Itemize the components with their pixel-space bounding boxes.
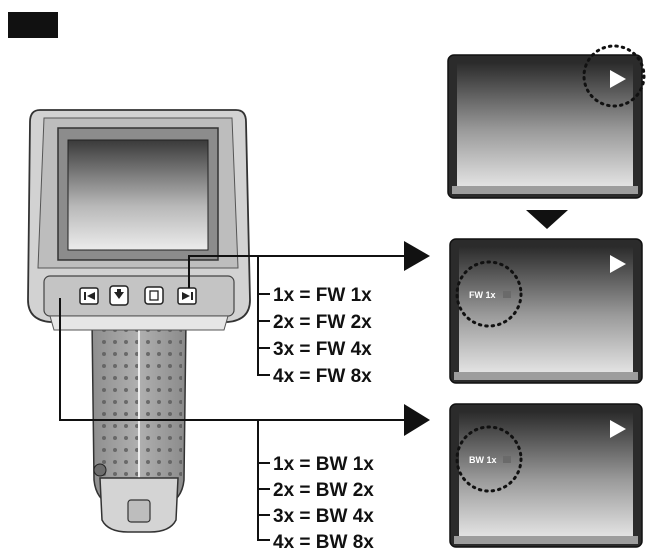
screen-playback bbox=[447, 44, 646, 199]
backward-label-2: 2x = BW 2x bbox=[273, 480, 374, 501]
forward-connector bbox=[188, 255, 405, 288]
forward-label-1: 1x = FW 1x bbox=[273, 285, 372, 306]
forward-speed-indicator: FW 1x bbox=[469, 290, 496, 300]
backward-arrow-icon bbox=[404, 404, 430, 436]
screen-backward: BW 1x bbox=[449, 403, 643, 548]
highlight-circle bbox=[455, 260, 523, 328]
skip-back-button[interactable] bbox=[79, 287, 99, 305]
forward-label-3: 3x = FW 4x bbox=[273, 339, 372, 360]
power-button-icon bbox=[93, 463, 107, 477]
backward-connector bbox=[59, 298, 405, 421]
device-lcd bbox=[67, 139, 209, 251]
forward-label-2: 2x = FW 2x bbox=[273, 312, 372, 333]
next-step-arrow-icon bbox=[526, 210, 568, 229]
backward-label-4: 4x = BW 8x bbox=[273, 532, 374, 553]
play-icon bbox=[610, 70, 626, 88]
inspection-camera-device bbox=[27, 109, 251, 533]
backward-speed-indicator: BW 1x bbox=[469, 455, 497, 465]
page-index-block bbox=[8, 12, 58, 38]
screen-forward: FW 1x bbox=[449, 238, 643, 384]
play-icon bbox=[610, 420, 626, 438]
menu-button[interactable] bbox=[144, 286, 164, 305]
backward-bracket bbox=[257, 420, 270, 541]
backward-label-1: 1x = BW 1x bbox=[273, 454, 374, 475]
highlight-circle bbox=[582, 44, 646, 108]
down-button[interactable] bbox=[109, 285, 129, 306]
highlight-circle bbox=[455, 425, 523, 493]
skip-forward-button[interactable] bbox=[177, 287, 197, 305]
backward-label-3: 3x = BW 4x bbox=[273, 506, 374, 527]
forward-bracket bbox=[257, 256, 270, 376]
forward-arrow-icon bbox=[404, 241, 430, 271]
play-icon bbox=[610, 255, 626, 273]
forward-label-4: 4x = FW 8x bbox=[273, 366, 372, 387]
